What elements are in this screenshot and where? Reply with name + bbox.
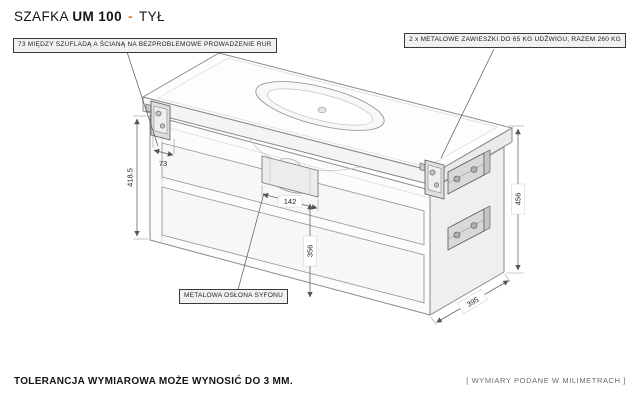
title-prefix: SZAFKA (14, 9, 69, 24)
dimension-depth: 395 (430, 273, 511, 326)
basin-bowl (267, 88, 373, 126)
slide-bracket-lower (447, 205, 491, 251)
hanger-left (145, 100, 171, 141)
dimension-right-height: 456 (506, 125, 525, 274)
dimension-label-left-height: 418.5 (126, 168, 135, 187)
title-model: UM 100 (72, 9, 122, 24)
callout-siphon-text: METALOWA OSŁONA SYFONU (184, 292, 284, 299)
dimension-line (153, 148, 174, 157)
dimension-label-right-height: 456 (514, 193, 523, 206)
dimension-label-box (303, 235, 317, 267)
title-suffix: TYŁ (138, 9, 165, 24)
callout-siphon: METALOWA OSŁONA SYFONU (179, 289, 289, 304)
dimension-label-box (457, 288, 488, 315)
dimension-siphon-height: 356 (303, 203, 317, 298)
callout-pipe-clearance-text: 73 MIĘDZY SZUFLADĄ A ŚCIANĄ NA BEZPROBLE… (18, 41, 272, 48)
slide-bracket-lower-roller (453, 231, 461, 239)
dimension-wall-gap: 73 (152, 133, 175, 168)
callout-pipe-clearance: 73 MIĘDZY SZUFLADĄ A ŚCIANĄ NA BEZPROBLE… (13, 38, 277, 53)
slide-bracket-lower-cap (483, 205, 491, 232)
countertop-rim (157, 57, 498, 168)
basin-drain (317, 106, 327, 114)
title-dash: - (128, 9, 134, 24)
tolerance-note: TOLERANCJA WYMIAROWA MOŻE WYNOSIĆ DO 3 M… (14, 376, 293, 387)
dimension-label-siphon-height: 356 (306, 245, 315, 258)
units-note: [ WYMIARY PODANE W MILIMETRACH ] (466, 376, 626, 385)
dimension-label-box (511, 183, 525, 215)
siphon-cover (261, 155, 319, 198)
drawer-back-lower (161, 186, 425, 304)
callout-hangers-text: 2 x METALOWE ZAWIESZKI DO 65 KG UDŹWIGU,… (409, 36, 621, 43)
slide-bracket-upper (447, 149, 491, 195)
dimension-siphon-width: 142 (261, 185, 319, 212)
hanger-left-plate (153, 105, 168, 135)
slide-bracket-lower-roller (470, 222, 478, 229)
leader-line-hangers (440, 48, 495, 159)
page-title: SZAFKA UM 100 - TYŁ (14, 9, 165, 24)
hanger-right-cam (429, 169, 436, 176)
leader-line-pipe-clearance (126, 51, 159, 147)
hanger-right-screw (433, 182, 439, 188)
dimension-left-height: 418.5 (126, 115, 148, 240)
hanger-left-screw (160, 123, 166, 129)
dimension-label-siphon-width: 142 (284, 197, 297, 206)
dimension-label-wall-gap: 73 (159, 159, 167, 168)
hanger-right-hook (419, 162, 426, 172)
dimension-label-box (277, 195, 303, 208)
slide-bracket-upper-roller (453, 175, 461, 183)
slide-bracket-upper-roller (470, 166, 478, 173)
extension-line (504, 273, 511, 283)
hanger-right (419, 159, 445, 200)
callout-hangers: 2 x METALOWE ZAWIESZKI DO 65 KG UDŹWIGU,… (404, 33, 626, 48)
slide-bracket-upper-cap (483, 149, 491, 176)
extension-line (430, 316, 437, 326)
hanger-left-cam (155, 110, 162, 117)
leader-line-siphon (237, 192, 265, 291)
hanger-right-plate (427, 164, 442, 194)
callout-leaders (126, 48, 495, 291)
